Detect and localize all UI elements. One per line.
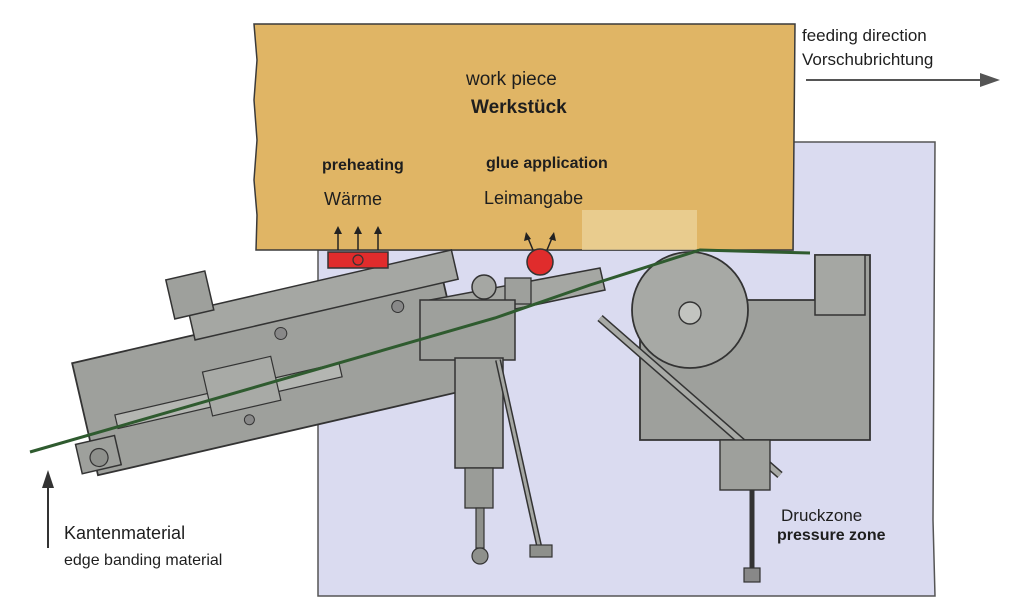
pressure-roller-hub <box>678 301 702 325</box>
guide-arm-housing <box>419 299 516 361</box>
feeding-unit-top-bar <box>187 249 460 341</box>
edge-band-strip <box>29 248 811 454</box>
bolt-icon <box>391 299 405 313</box>
glue-label-en: glue application <box>486 155 608 172</box>
guide-arm-clamp <box>504 277 532 305</box>
workpiece-label-de: Werkstück <box>471 97 567 118</box>
pressure-unit <box>597 251 871 583</box>
guide-arm-pivot <box>471 274 497 300</box>
edge-material-arrow <box>42 470 54 548</box>
glue-roller <box>524 232 556 276</box>
preheating-label-en: preheating <box>322 157 404 174</box>
pneumatic-cylinder <box>454 357 553 565</box>
pressure-unit-motor <box>814 254 866 316</box>
feeding-unit-block <box>164 270 215 320</box>
pressure-zone-label-de: Druckzone <box>781 506 863 525</box>
feeding-unit-slider <box>201 355 282 417</box>
preheater <box>327 226 389 269</box>
bolt-icon <box>243 414 255 426</box>
workpiece-board <box>253 23 796 251</box>
pressure-unit-base <box>719 439 771 491</box>
guide-arm <box>419 267 606 361</box>
workpiece-highlight <box>582 210 697 250</box>
glue-label-de: Leimangabe <box>484 188 584 208</box>
bolt-icon <box>274 326 288 340</box>
preheating-label-de: Wärme <box>324 189 382 209</box>
edge-material-label-en: edge banding material <box>64 552 223 569</box>
feeding-direction-arrow <box>806 73 1000 87</box>
feeding-label-en: feeding direction <box>802 26 927 45</box>
feeding-unit-roller <box>89 447 109 468</box>
pressure-zone-label-en: pressure zone <box>777 527 886 544</box>
edge-material-label-de: Kantenmaterial <box>64 523 186 543</box>
feeding-label-de: Vorschubrichtung <box>802 50 934 69</box>
pressure-rod-end <box>743 567 761 583</box>
workpiece-label-en: work piece <box>466 69 557 90</box>
